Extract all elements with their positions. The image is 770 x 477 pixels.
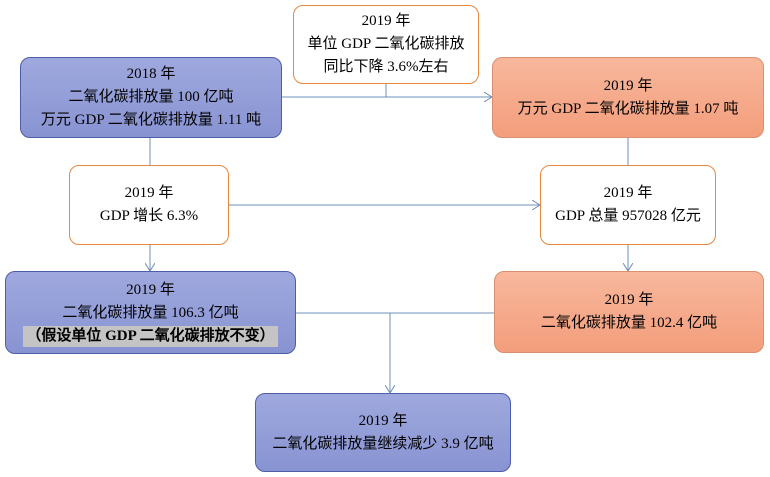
- box-assumed-emission-note: （假设单位 GDP 二氧化碳排放不变）: [23, 325, 278, 347]
- box-assumed-emission-year: 2019 年: [126, 281, 175, 298]
- box-gdp-total-year: 2019 年: [603, 185, 653, 201]
- box-2018-intensity: 万元 GDP 二氧化碳排放量 1.11 吨: [40, 112, 262, 128]
- box-actual-emission: 2019 年 二氧化碳排放量 102.4 亿吨: [494, 271, 764, 353]
- box-assumed-emission: 2019 年 二氧化碳排放量 106.3 亿吨 （假设单位 GDP 二氧化碳排放…: [5, 271, 296, 354]
- box-intensity-drop-year: 2019 年: [361, 13, 411, 29]
- box-gdp-total: 2019 年 GDP 总量 957028 亿元: [540, 165, 716, 245]
- box-intensity-drop-value: 同比下降 3.6%左右: [323, 59, 449, 75]
- box-actual-emission-value: 二氧化碳排放量 102.4 亿吨: [540, 315, 718, 331]
- box-emission-reduction: 2019 年 二氧化碳排放量继续减少 3.9 亿吨: [255, 393, 511, 472]
- box-gdp-growth-value: GDP 增长 6.3%: [99, 208, 199, 224]
- box-gdp-growth: 2019 年 GDP 增长 6.3%: [69, 165, 229, 245]
- box-reduction-value: 二氧化碳排放量继续减少 3.9 亿吨: [272, 435, 494, 452]
- box-actual-emission-year: 2019 年: [604, 292, 654, 308]
- box-2019-intensity: 2019 年 万元 GDP 二氧化碳排放量 1.07 吨: [492, 57, 764, 138]
- box-intensity-drop: 2019 年 单位 GDP 二氧化碳排放 同比下降 3.6%左右: [293, 5, 479, 84]
- box-2019-intensity-year: 2019 年: [603, 77, 653, 94]
- box-2018-year: 2018 年: [126, 66, 176, 82]
- box-2018-emission: 二氧化碳排放量 100 亿吨: [68, 89, 234, 105]
- box-2019-intensity-value: 万元 GDP 二氧化碳排放量 1.07 吨: [517, 100, 739, 117]
- box-2018-emissions: 2018 年 二氧化碳排放量 100 亿吨 万元 GDP 二氧化碳排放量 1.1…: [20, 57, 282, 138]
- box-gdp-growth-year: 2019 年: [124, 185, 174, 201]
- box-assumed-emission-value: 二氧化碳排放量 106.3 亿吨: [62, 304, 239, 321]
- box-reduction-year: 2019 年: [358, 412, 408, 429]
- box-intensity-drop-text: 单位 GDP 二氧化碳排放: [307, 36, 465, 52]
- box-gdp-total-value: GDP 总量 957028 亿元: [555, 208, 701, 224]
